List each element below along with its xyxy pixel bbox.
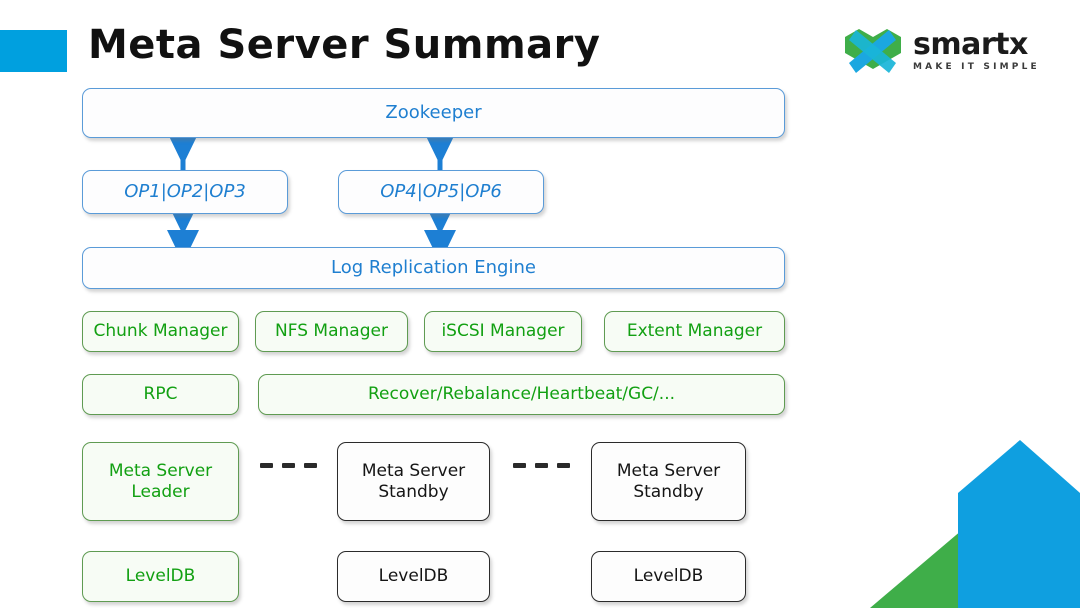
smartx-logo-wordmark: smartx [913,27,1028,62]
node-leveldb-standby-1[interactable]: LevelDB [337,551,490,602]
connector-dots-2 [513,463,570,468]
smartx-logo-text: smartx MAKE IT SIMPLE [913,30,1040,72]
node-leveldb-leader[interactable]: LevelDB [82,551,239,602]
node-op-group-1[interactable]: OP1|OP2|OP3 [82,170,288,214]
deco-green-shape [870,530,962,608]
node-meta-server-standby-1[interactable]: Meta Server Standby [337,442,490,521]
page-title: Meta Server Summary [88,22,601,68]
node-log-replication-engine[interactable]: Log Replication Engine [82,247,785,289]
node-meta-server-leader[interactable]: Meta Server Leader [82,442,239,521]
node-nfs-manager[interactable]: NFS Manager [255,311,408,352]
node-background-services[interactable]: Recover/Rebalance/Heartbeat/GC/... [258,374,785,415]
connector-dots-1 [260,463,317,468]
corner-decoration [870,440,1080,608]
smartx-logo-tagline: MAKE IT SIMPLE [913,62,1040,72]
node-rpc[interactable]: RPC [82,374,239,415]
node-meta-server-standby-2[interactable]: Meta Server Standby [591,442,746,521]
node-zookeeper[interactable]: Zookeeper [82,88,785,138]
smartx-logo-mark [845,29,901,73]
node-leveldb-standby-2[interactable]: LevelDB [591,551,746,602]
accent-rectangle [0,30,67,72]
node-extent-manager[interactable]: Extent Manager [604,311,785,352]
deco-blue-shape [958,440,1080,608]
node-iscsi-manager[interactable]: iSCSI Manager [424,311,582,352]
node-op-group-2[interactable]: OP4|OP5|OP6 [338,170,544,214]
node-chunk-manager[interactable]: Chunk Manager [82,311,239,352]
smartx-logo: smartx MAKE IT SIMPLE [843,22,1043,80]
